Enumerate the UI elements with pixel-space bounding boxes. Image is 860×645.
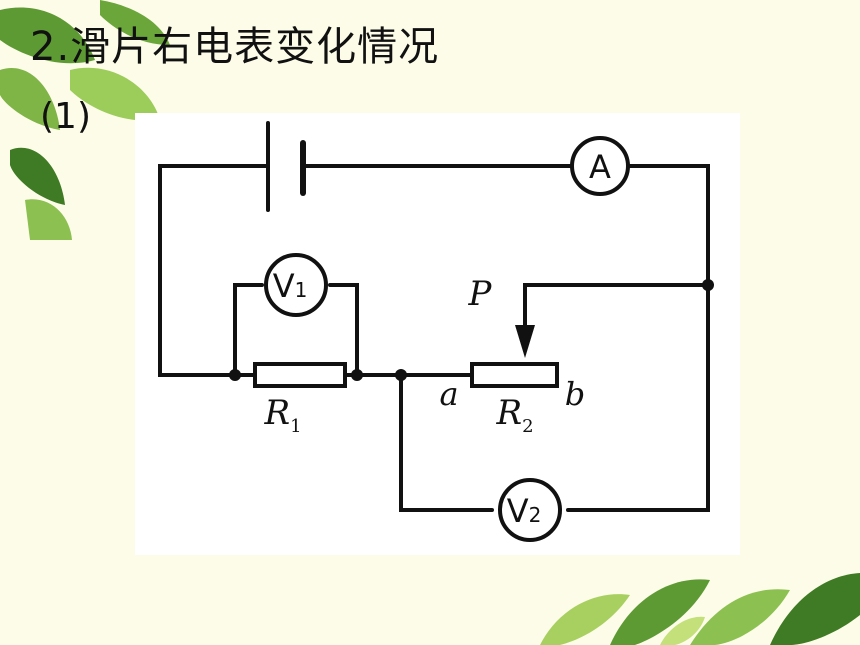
leaf-shape [25, 199, 72, 240]
slide-title: 2.滑片右电表变化情况 [30, 24, 440, 70]
resistor-1-label: R [263, 393, 290, 433]
leaf-shape [770, 573, 860, 645]
wire-v1-branch [233, 283, 264, 377]
leaf-shape [540, 594, 630, 645]
ammeter-label: A [589, 148, 611, 186]
rheostat-end-b: b [565, 375, 585, 413]
wire-slider [523, 283, 710, 330]
ammeter-circle [570, 136, 630, 196]
voltmeter-2-circle [498, 478, 562, 542]
slider-arrow [515, 325, 535, 358]
voltmeter-1-label: V [273, 267, 295, 305]
resistor-1 [253, 362, 347, 388]
leaf-shape [0, 68, 60, 130]
circuit-diagram: A V1 R1 R2 P a b V2 [135, 113, 740, 555]
svg-text:V1: V1 [273, 267, 308, 305]
leaf-shape [70, 67, 160, 121]
resistor-1-subscript: 1 [290, 416, 301, 437]
leaf-shape [10, 147, 65, 205]
leaf-shape [100, 0, 170, 45]
wire-top-left [158, 164, 270, 377]
leaf-shape [610, 579, 710, 645]
svg-text:R2: R2 [495, 393, 533, 437]
voltmeter-1-circle [264, 253, 328, 317]
voltmeter-2-subscript: 2 [529, 503, 542, 527]
voltmeter-2-label: V [507, 492, 529, 530]
wire-v2-left [399, 373, 494, 512]
wire-right-vertical [566, 164, 710, 512]
voltmeter-1-subscript: 1 [295, 278, 308, 302]
leaves-decoration-top-left [0, 0, 170, 240]
leaf-shape [0, 7, 95, 64]
rheostat-end-a: a [439, 375, 458, 413]
junction-dot [351, 369, 363, 381]
resistor-2-rheostat [470, 362, 559, 388]
slide-subtitle: (1) [40, 96, 91, 137]
leaves-decoration-bottom-right [540, 573, 860, 645]
resistor-2-label: R [495, 393, 522, 433]
wire-v1-branch-right [328, 283, 359, 377]
junction-dot [229, 369, 241, 381]
leaf-shape [690, 589, 790, 645]
svg-text:R1: R1 [263, 393, 301, 437]
junction-dot [702, 279, 714, 291]
slider-label: P [468, 274, 493, 314]
svg-text:V2: V2 [507, 492, 542, 530]
junction-dot [395, 369, 407, 381]
resistor-2-subscript: 2 [522, 416, 533, 437]
leaf-shape [660, 616, 705, 645]
